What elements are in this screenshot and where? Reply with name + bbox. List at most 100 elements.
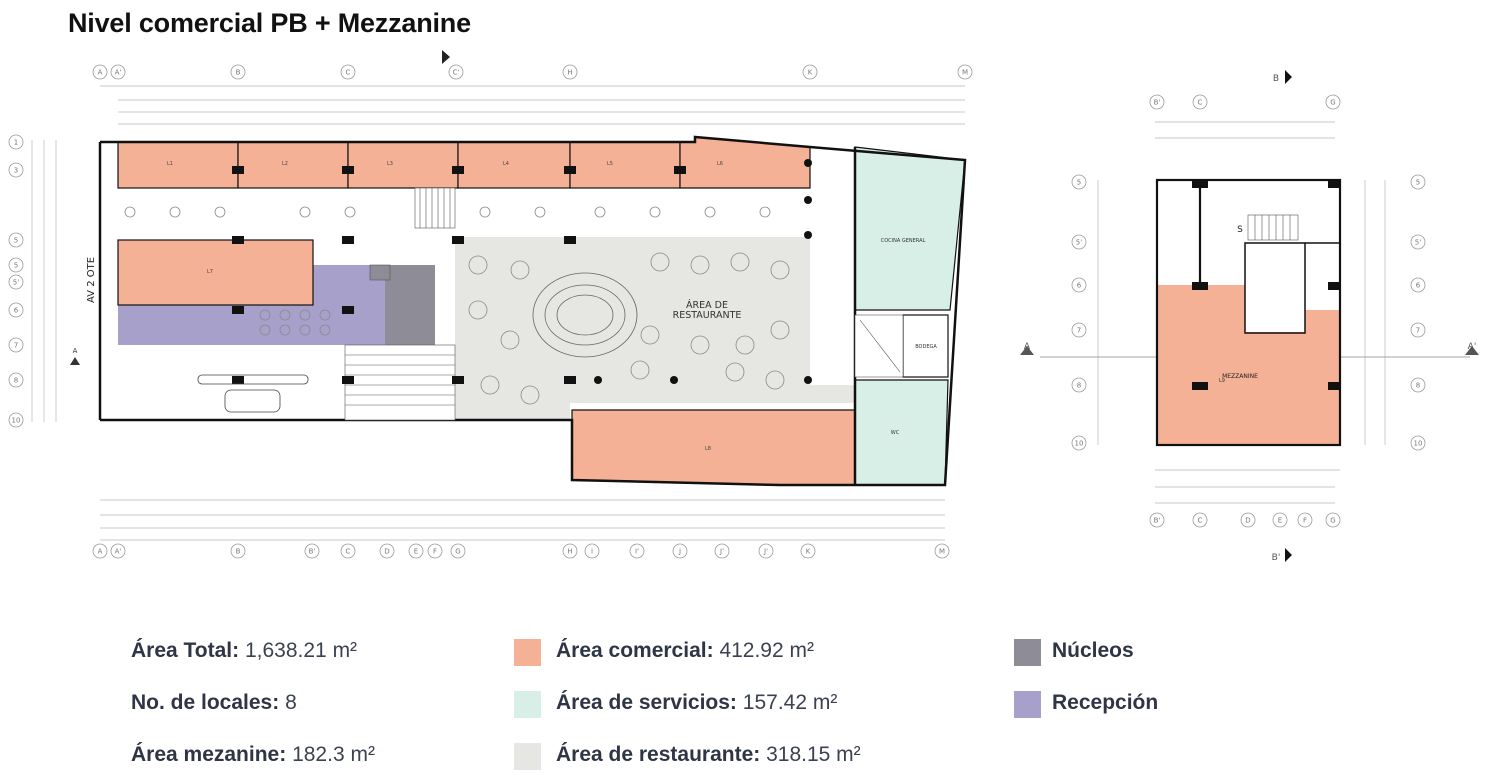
grid-bubble-left	[8, 134, 24, 150]
grid-bubble-bottom-label: B'	[309, 548, 316, 556]
grid-bubble-left-label: 8	[14, 377, 18, 385]
grid-bubble-left-label: 5'	[13, 279, 19, 287]
grid-bubble-bottom-label: A'	[115, 548, 122, 556]
grid-bubble-left-label: 7	[14, 342, 18, 350]
grid-bubble-bottom-label: C	[346, 548, 351, 556]
legend-nucleos: Núcleos	[1052, 639, 1134, 662]
grid-bubble-bottom-label: I'	[635, 548, 639, 556]
grid-bubble-top	[340, 64, 356, 80]
grid-bubble-bottom	[92, 543, 108, 559]
mezz-grid-bottom	[1272, 512, 1288, 528]
street-label: AV 2 OTE	[86, 257, 97, 303]
grid-bubble-left	[8, 232, 24, 248]
legend-locales: No. de locales: 8	[131, 691, 297, 714]
room-cocina: COCINA GENERAL	[881, 238, 926, 244]
unit-label: L3	[387, 161, 393, 167]
mezz-grid-bottom-label: D	[1245, 517, 1250, 525]
mezz-grid-right-label: 5'	[1415, 239, 1421, 247]
legend-area-comercial: Área comercial: 412.92 m²	[556, 639, 814, 662]
grid-bubble-left	[8, 412, 24, 428]
grid-bubble-top	[802, 64, 818, 80]
unit-label: L7	[207, 269, 213, 275]
grid-bubble-bottom	[408, 543, 424, 559]
mezz-grid-right	[1410, 277, 1426, 293]
grid-bubble-bottom	[584, 543, 600, 559]
grid-bubble-left-label: 10	[12, 417, 21, 425]
mezz-grid-bottom-label: C	[1198, 517, 1203, 525]
grid-bubble-bottom-label: J	[678, 548, 681, 556]
mezz-grid-left	[1071, 277, 1087, 293]
mezz-grid-left-label: 7	[1077, 327, 1081, 335]
mezz-grid-top	[1192, 94, 1208, 110]
mezz-grid-left-label: 10	[1075, 440, 1084, 448]
mezz-grid-bottom-label: E	[1278, 517, 1282, 525]
grid-bubble-top-label: B	[236, 69, 241, 77]
mezz-grid-right	[1410, 174, 1426, 190]
svg-text:A: A	[73, 347, 78, 355]
svg-text:S: S	[1237, 225, 1243, 235]
grid-bubble-bottom	[672, 543, 688, 559]
swatch-restaurante	[514, 743, 541, 770]
mezz-grid-bottom	[1297, 512, 1313, 528]
room-bodega: BODEGA	[915, 344, 937, 350]
mezz-grid-top-label: B'	[1154, 99, 1161, 107]
grid-bubble-top-label: C'	[453, 69, 460, 77]
grid-bubble-bottom	[714, 543, 730, 559]
unit-label: L8	[705, 446, 711, 452]
mezz-grid-left	[1071, 174, 1087, 190]
grid-bubble-left	[8, 372, 24, 388]
mezz-grid-top	[1325, 94, 1341, 110]
grid-bubble-bottom-label: B	[236, 548, 241, 556]
legend-area-mezanine: Área mezanine: 182.3 m²	[131, 743, 375, 766]
grid-bubble-bottom	[934, 543, 950, 559]
grid-bubble-bottom-label: G	[455, 548, 460, 556]
grid-bubble-top	[110, 64, 126, 80]
swatch-servicios	[514, 691, 541, 718]
mezz-grid-left-label: 6	[1077, 282, 1082, 290]
grid-bubble-bottom	[450, 543, 466, 559]
mezz-grid-right-label: 6	[1416, 282, 1421, 290]
grid-bubble-bottom-label: J'	[719, 548, 724, 556]
grid-bubble-bottom-label: H	[567, 548, 572, 556]
grid-bubble-bottom-label: F	[433, 548, 437, 556]
mezz-grid-left-label: 5'	[1076, 239, 1082, 247]
mezz-grid-bottom	[1192, 512, 1208, 528]
grid-bubble-bottom	[800, 543, 816, 559]
grid-bubble-top-label: C	[346, 69, 351, 77]
mezz-grid-right-label: 10	[1414, 440, 1423, 448]
mezz-unit-label: L9	[1219, 378, 1225, 384]
grid-bubble-top	[230, 64, 246, 80]
legend-area-total: Área Total: 1,638.21 m²	[131, 639, 358, 662]
swatch-comercial	[514, 639, 541, 666]
mezz-grid-bottom	[1325, 512, 1341, 528]
mezz-grid-right-label: 7	[1416, 327, 1420, 335]
mezz-grid-top-label: G	[1330, 99, 1335, 107]
mezz-grid-left	[1071, 234, 1087, 250]
grid-bubble-left-label: 3	[14, 167, 18, 175]
grid-bubble-bottom	[304, 543, 320, 559]
grid-bubble-top	[957, 64, 973, 80]
grid-bubble-top	[448, 64, 464, 80]
grid-bubble-bottom-label: D	[384, 548, 389, 556]
mezz-grid-bottom-label: G	[1330, 517, 1335, 525]
core-elevators	[385, 265, 435, 345]
grid-bubble-top-label: H	[567, 69, 572, 77]
grid-bubble-top-label: M	[962, 69, 968, 77]
section-a-right: A'	[1468, 342, 1477, 352]
page-title: Nivel comercial PB + Mezzanine	[68, 8, 471, 38]
unit-label: L4	[503, 161, 509, 167]
restaurant-area	[455, 237, 855, 420]
section-b-bottom: B'	[1272, 553, 1281, 563]
grid-bubble-bottom	[340, 543, 356, 559]
mezz-grid-top	[1149, 94, 1165, 110]
swatch-recepcion	[1014, 691, 1041, 718]
grid-bubble-bottom-label: E	[414, 548, 418, 556]
unit-label: L1	[167, 161, 173, 167]
mezz-grid-bottom	[1149, 512, 1165, 528]
section-b-top: B	[1273, 74, 1279, 84]
grid-bubble-left-label: 5	[14, 237, 18, 245]
room-wc: WC	[891, 430, 900, 436]
